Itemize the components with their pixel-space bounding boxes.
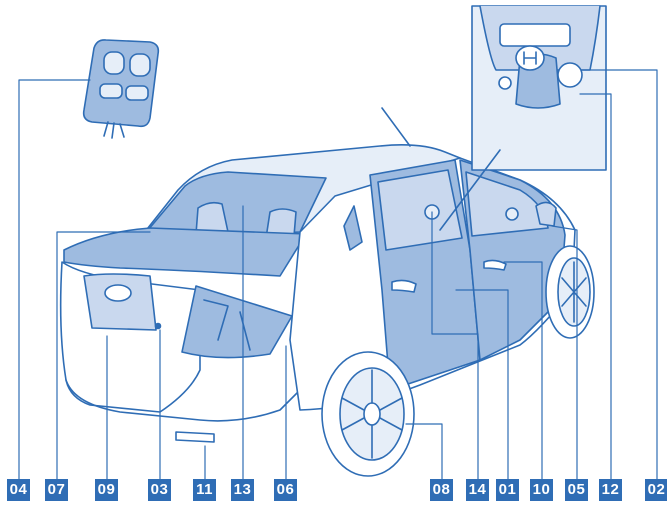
rear-wheel [322,352,414,476]
key-fob-remote [84,40,159,138]
callout-12: 12 [599,479,622,501]
callout-13: 13 [231,479,254,501]
callout-14: 14 [466,479,489,501]
callout-08: 08 [430,479,453,501]
callout-05: 05 [565,479,588,501]
callout-03: 03 [148,479,171,501]
callout-07: 07 [45,479,68,501]
callout-04: 04 [7,479,30,501]
callout-09: 09 [95,479,118,501]
front-wheel [546,246,594,338]
callout-11: 11 [193,479,216,501]
callout-01: 01 [496,479,519,501]
callout-06: 06 [274,479,297,501]
callout-02: 02 [645,479,667,501]
callout-10: 10 [530,479,553,501]
